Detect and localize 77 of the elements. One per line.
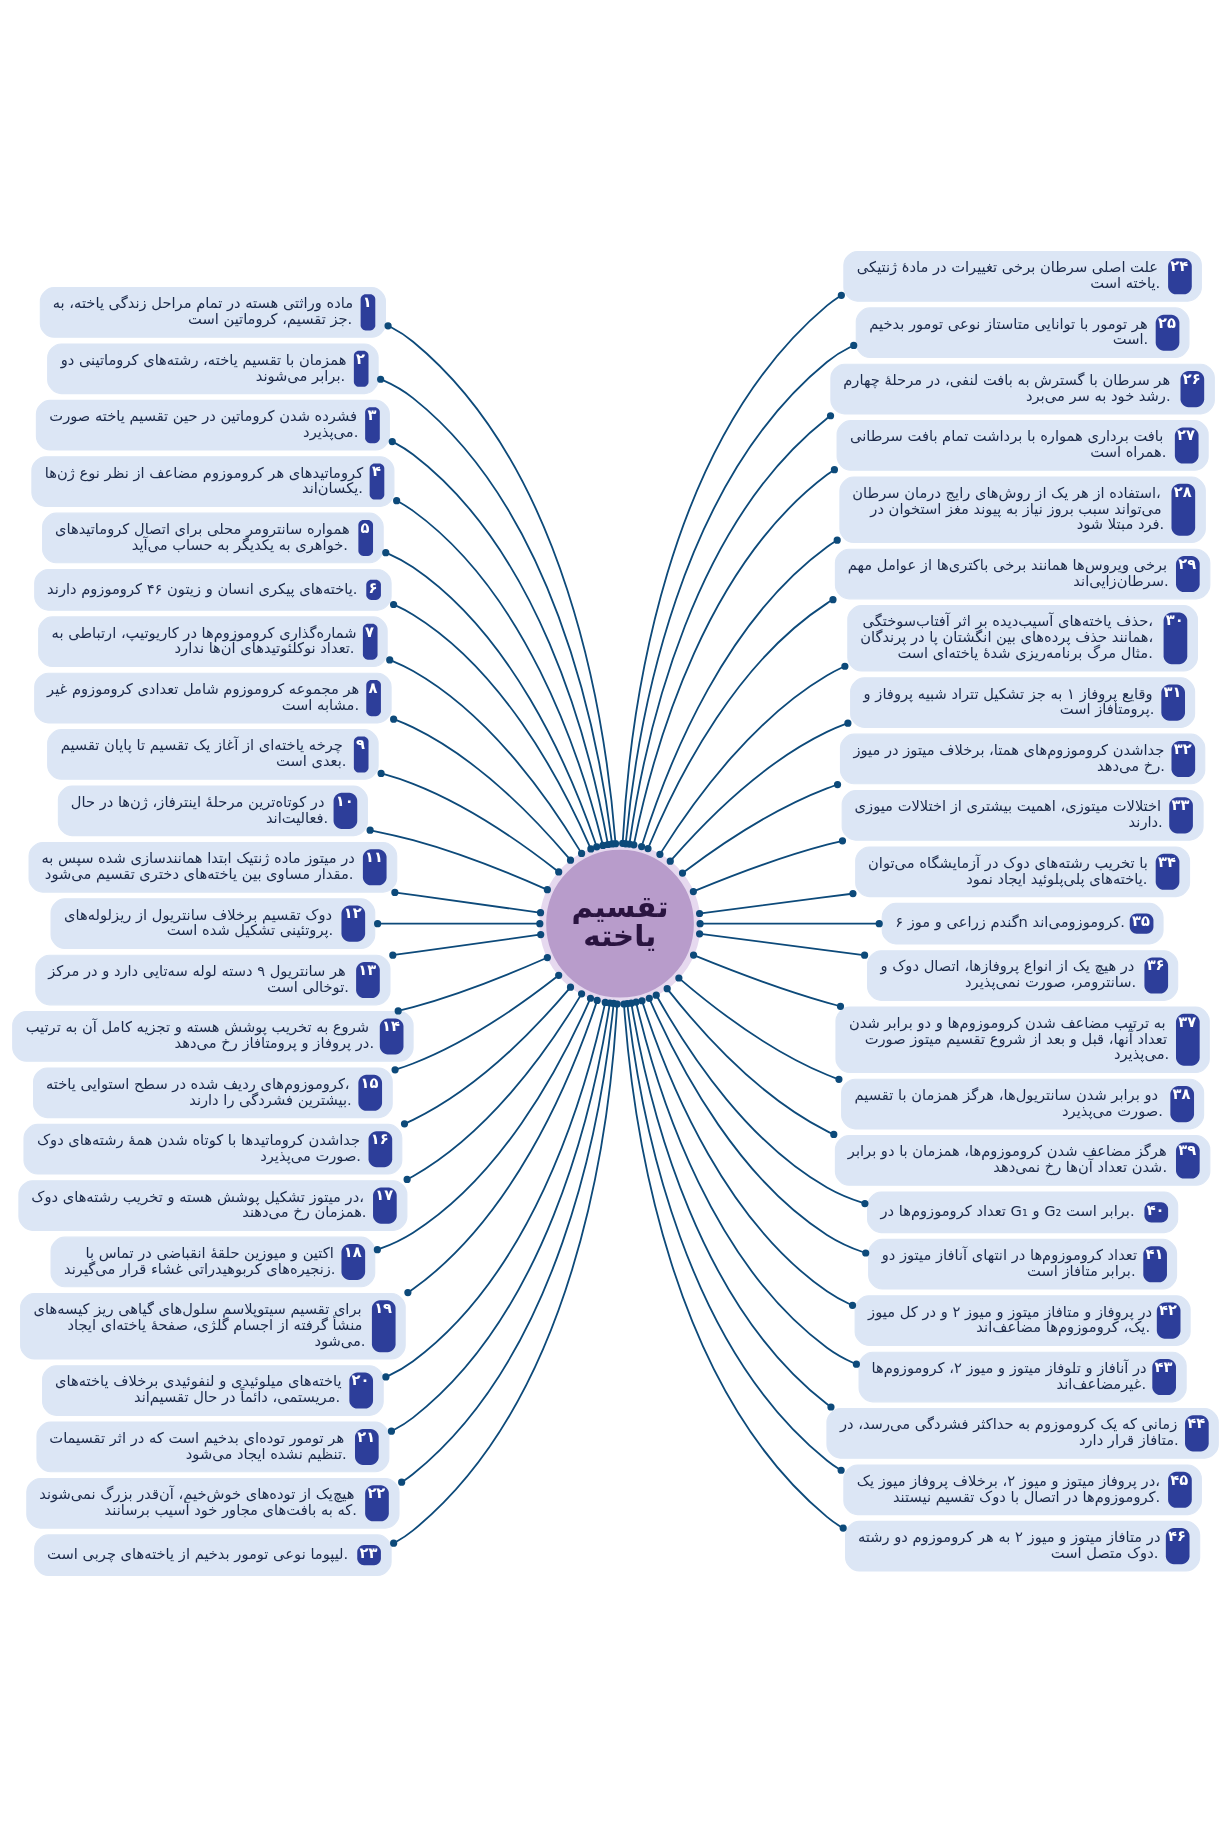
node-box: ماده وراثتی هسته در تمام مراحل زندگی یاخته، به جز تقسیم، کروماتین است. ۱ xyxy=(39,287,386,338)
node-box: اکتین و میوزین حلقهٔ انقباضی در تماس با زنجیره‌های کربوهیدراتی غشاء قرار می‌گیرند. ۱۸ xyxy=(50,1236,376,1288)
node-box: لیپوما نوعی تومور بدخیم از یاخته‌های چربی است. ۲۳ xyxy=(34,1534,392,1577)
connector xyxy=(696,930,869,959)
node-box: با تخریب رشته‌های دوک در آزمایشگاه می‌توان یاخته‌های پلی‌پلوئید ایجاد نمود. ۳۴ xyxy=(855,846,1191,898)
node-box: علت اصلی سرطان برخی تغییرات در مادهٔ ژنتیکی یاخته است. ۲۴ xyxy=(843,250,1202,302)
connector xyxy=(390,600,595,853)
node-box: هر سرطان با گسترش به بافت لنفی، در مرحلهٔ چهارم رشد خود به سر می‌برد. ۲۶ xyxy=(830,363,1215,415)
connector xyxy=(394,953,551,1015)
node-box: کروموزوم‌های ردیف شده در سطح استوایی یاخته، بیشترین فشردگی را دارند. ۱۵ xyxy=(33,1067,393,1119)
connector xyxy=(689,951,845,1010)
node-box: به ترتیب مضاعف شدن کروموزوم‌ها و دو برابر شدن تعداد آنها، قبل و بعد از شروع تقسیم میتوز صورت می‌پذیرد. ۳۷ xyxy=(835,1006,1210,1074)
node-box: اختلالات میتوزی، اهمیت بیشتری از اختلالات میوزی دارند. ۳۳ xyxy=(841,790,1204,841)
node-box: هر مجموعه کروموزوم شامل تعدادی کروموزوم غیر مشابه است. ۸ xyxy=(34,672,392,724)
node-box: در کوتاه‌ترین مرحلهٔ اینترفاز، ژن‌ها در حال فعالیت‌اند. ۱۰ xyxy=(57,785,368,837)
node-box: در میتوز ماده ژنتیک ابتدا همانندسازی شده سپس به مقدار مساوی بین یاخته‌های دختری تقسیم می‌شود. ۱۱ xyxy=(28,841,398,893)
node-box: حذف یاخته‌های آسیب‌دیده بر اثر آفتاب‌سوختگی، همانند حذف پرده‌های بین انگشتان پا در پرندگان، مثال مرگ برنامه‌ریزی شدهٔ یاخته‌ای است. ۳۰ xyxy=(847,605,1198,672)
connector xyxy=(696,920,883,928)
node-box: در هیچ یک از انواع پروفازها، اتصال دوک و سانترومر، صورت نمی‌پذیرد. ۳۶ xyxy=(867,950,1179,1001)
node-box: چرخه یاخته‌ای از آغاز یک تقسیم تا پایان تقسیم بعدی است. ۹ xyxy=(47,729,379,780)
connector xyxy=(400,983,575,1128)
node-box: در پروفاز میتوز و میوز ۲، برخلاف پروفاز میوز یک، کروموزوم‌ها در اتصال با دوک تقسیم نیستند. ۴۵ xyxy=(843,1464,1202,1516)
node-box: فشرده شدن کروماتین در حین تقسیم یاخته صورت می‌پذیرد. ۳ xyxy=(35,399,390,451)
node-box: زمانی که یک کروموزوم به حداکثر فشردگی می‌رسد، در متافاز قرار دارد. ۴۴ xyxy=(826,1408,1219,1459)
node-box: برخی ویروس‌ها همانند برخی باکتری‌ها از عوامل مهم سرطان‌زایی‌اند. ۲۹ xyxy=(834,548,1211,600)
node-box: در آنافاز و تلوفاز میتوز و میوز ۲، کروموزوم‌ها غیرمضاعف‌اند. ۴۳ xyxy=(858,1351,1187,1403)
node-box: یاخته‌های پیکری انسان و زیتون ۴۶ کروموزوم دارند. ۶ xyxy=(34,568,392,611)
node-box: هیچ‌یک از توده‌های خوش‌خیم، آن‌قدر بزرگ نمی‌شوند که به بافت‌های مجاور خود آسیب برسانند. ۲۲ xyxy=(26,1477,400,1529)
connector xyxy=(689,837,847,896)
connector xyxy=(386,656,586,858)
node-box: هر سانتریول ۹ دسته لوله سه‌تایی دارد و در مرکز توخالی است. ۱۳ xyxy=(35,954,391,1006)
node-box: برای تقسیم سیتوپلاسم سلول‌های گیاهی ریز کیسه‌های منشأ گرفته از اجسام گلژی، صفحهٔ یاخته‌ای ایجاد می‌شود. ۱۹ xyxy=(20,1293,406,1360)
node-box: شروع به تخریب پوشش هسته و تجزیه کامل آن به ترتیب در پروفاز و پرومتافاز رخ می‌دهد. ۱۴ xyxy=(12,1011,414,1062)
node-box: کروماتیدهای هر کروموزوم مضاعف از نظر نوع ژن‌ها یکسان‌اند. ۴ xyxy=(31,456,395,507)
node-box: همواره سانترومر محلی برای اتصال کروماتیدهای خواهری به یکدیگر به حساب می‌آید. ۵ xyxy=(42,512,384,564)
node-box: در میتوز تشکیل پوشش هسته و تخریب رشته‌های دوک، همزمان رخ می‌دهند. ۱۷ xyxy=(18,1180,408,1231)
connector xyxy=(366,826,551,894)
connector xyxy=(374,920,544,928)
connector xyxy=(696,890,857,918)
connector xyxy=(389,930,545,959)
node-box: جداشدن کروموزوم‌های همتا، برخلاف میتوز در میوز رخ می‌دهد. ۳۲ xyxy=(839,733,1206,785)
node-box: دو برابر شدن سانتریول‌ها، هرگز همزمان با تقسیم صورت می‌پذیرد. ۳۸ xyxy=(841,1078,1205,1130)
node-box: استفاده از هر یک از روش‌های رایج درمان سرطان، می‌تواند سبب بروز نیاز به پیوند مغز استخوان در فرد مبتلا شود. ۲۸ xyxy=(839,476,1206,544)
connector xyxy=(644,596,837,853)
node-box: وقایع پروفاز ۱ به جز تشکیل تتراد شبیه پروفاز و پرومتافاز است. ۳۱ xyxy=(850,677,1196,728)
connector xyxy=(678,780,842,877)
node-box: دوک تقسیم برخلاف سانتریول از ریزلوله‌های پروتئینی تشکیل شده است. ۱۲ xyxy=(50,898,376,950)
node-box: گندم زراعی و موز ۶n کروموزومی‌اند. ۳۵ xyxy=(881,902,1164,945)
connector xyxy=(393,497,607,850)
connector xyxy=(638,997,857,1309)
node-box: بافت برداری همواره با برداشت تمام بافت سرطانی همراه است. ۲۷ xyxy=(836,420,1209,471)
connector xyxy=(652,991,869,1208)
connector xyxy=(382,549,601,851)
node-box: جداشدن کروماتیدها با کوتاه شدن همهٔ رشته‌های دوک صورت می‌پذیرد. ۱۶ xyxy=(23,1123,403,1175)
node-box: در متافاز میتوز و میوز ۲ به هر کروموزوم دو رشته دوک متصل است. ۴۶ xyxy=(845,1520,1201,1572)
connector xyxy=(630,466,838,849)
connector xyxy=(675,974,843,1083)
connector xyxy=(666,719,852,865)
connector xyxy=(663,985,838,1139)
node-box: شماره‌گذاری کروموزوم‌ها در کاریوتیپ، ارتباطی به تعداد نوکلئوتیدهای آن‌ها ندارد. ۷ xyxy=(38,616,388,668)
node-box: تعداد کروموزوم‌ها در G₁ و G₂ برابر است. ۴۰ xyxy=(867,1191,1179,1234)
connector xyxy=(404,996,601,1297)
connector xyxy=(403,990,586,1184)
connector xyxy=(390,715,575,864)
connector xyxy=(391,888,545,917)
node-box: هر تومور توده‌ای بدخیم است که در اثر تقسیمات تنظیم نشده ایجاد می‌شود. ۲۱ xyxy=(36,1421,390,1473)
connector xyxy=(377,769,563,876)
node-box: یاخته‌های میلوئیدی و لنفوئیدی برخلاف یاخته‌های مریستمی، دائماً در حال تقسیم‌اند. ۲۰ xyxy=(42,1365,384,1416)
node-box: هرگز مضاعف شدن کروموزوم‌ها، همزمان با دو برابر شدن تعداد آن‌ها رخ نمی‌دهد. ۳۹ xyxy=(834,1135,1211,1186)
node-box: هر تومور با توانایی متاستاز نوعی تومور بدخیم است. ۲۵ xyxy=(855,307,1190,359)
connector xyxy=(391,971,563,1074)
node-box: همزمان با تقسیم یاخته، رشته‌های کروماتینی دو برابر می‌شوند. ۲ xyxy=(47,343,379,395)
node-box: تعداد کروموزوم‌ها در انتهای آنافاز میتوز دو برابر متافاز است. ۴۱ xyxy=(868,1238,1178,1290)
node-box: در پروفاز و متافاز میتوز و میوز ۲ و در کل میوز یک، کروموزوم‌ها مضاعف‌اند. ۴۲ xyxy=(854,1295,1191,1346)
connector xyxy=(656,662,849,858)
connector xyxy=(638,536,841,851)
connector xyxy=(645,994,870,1257)
